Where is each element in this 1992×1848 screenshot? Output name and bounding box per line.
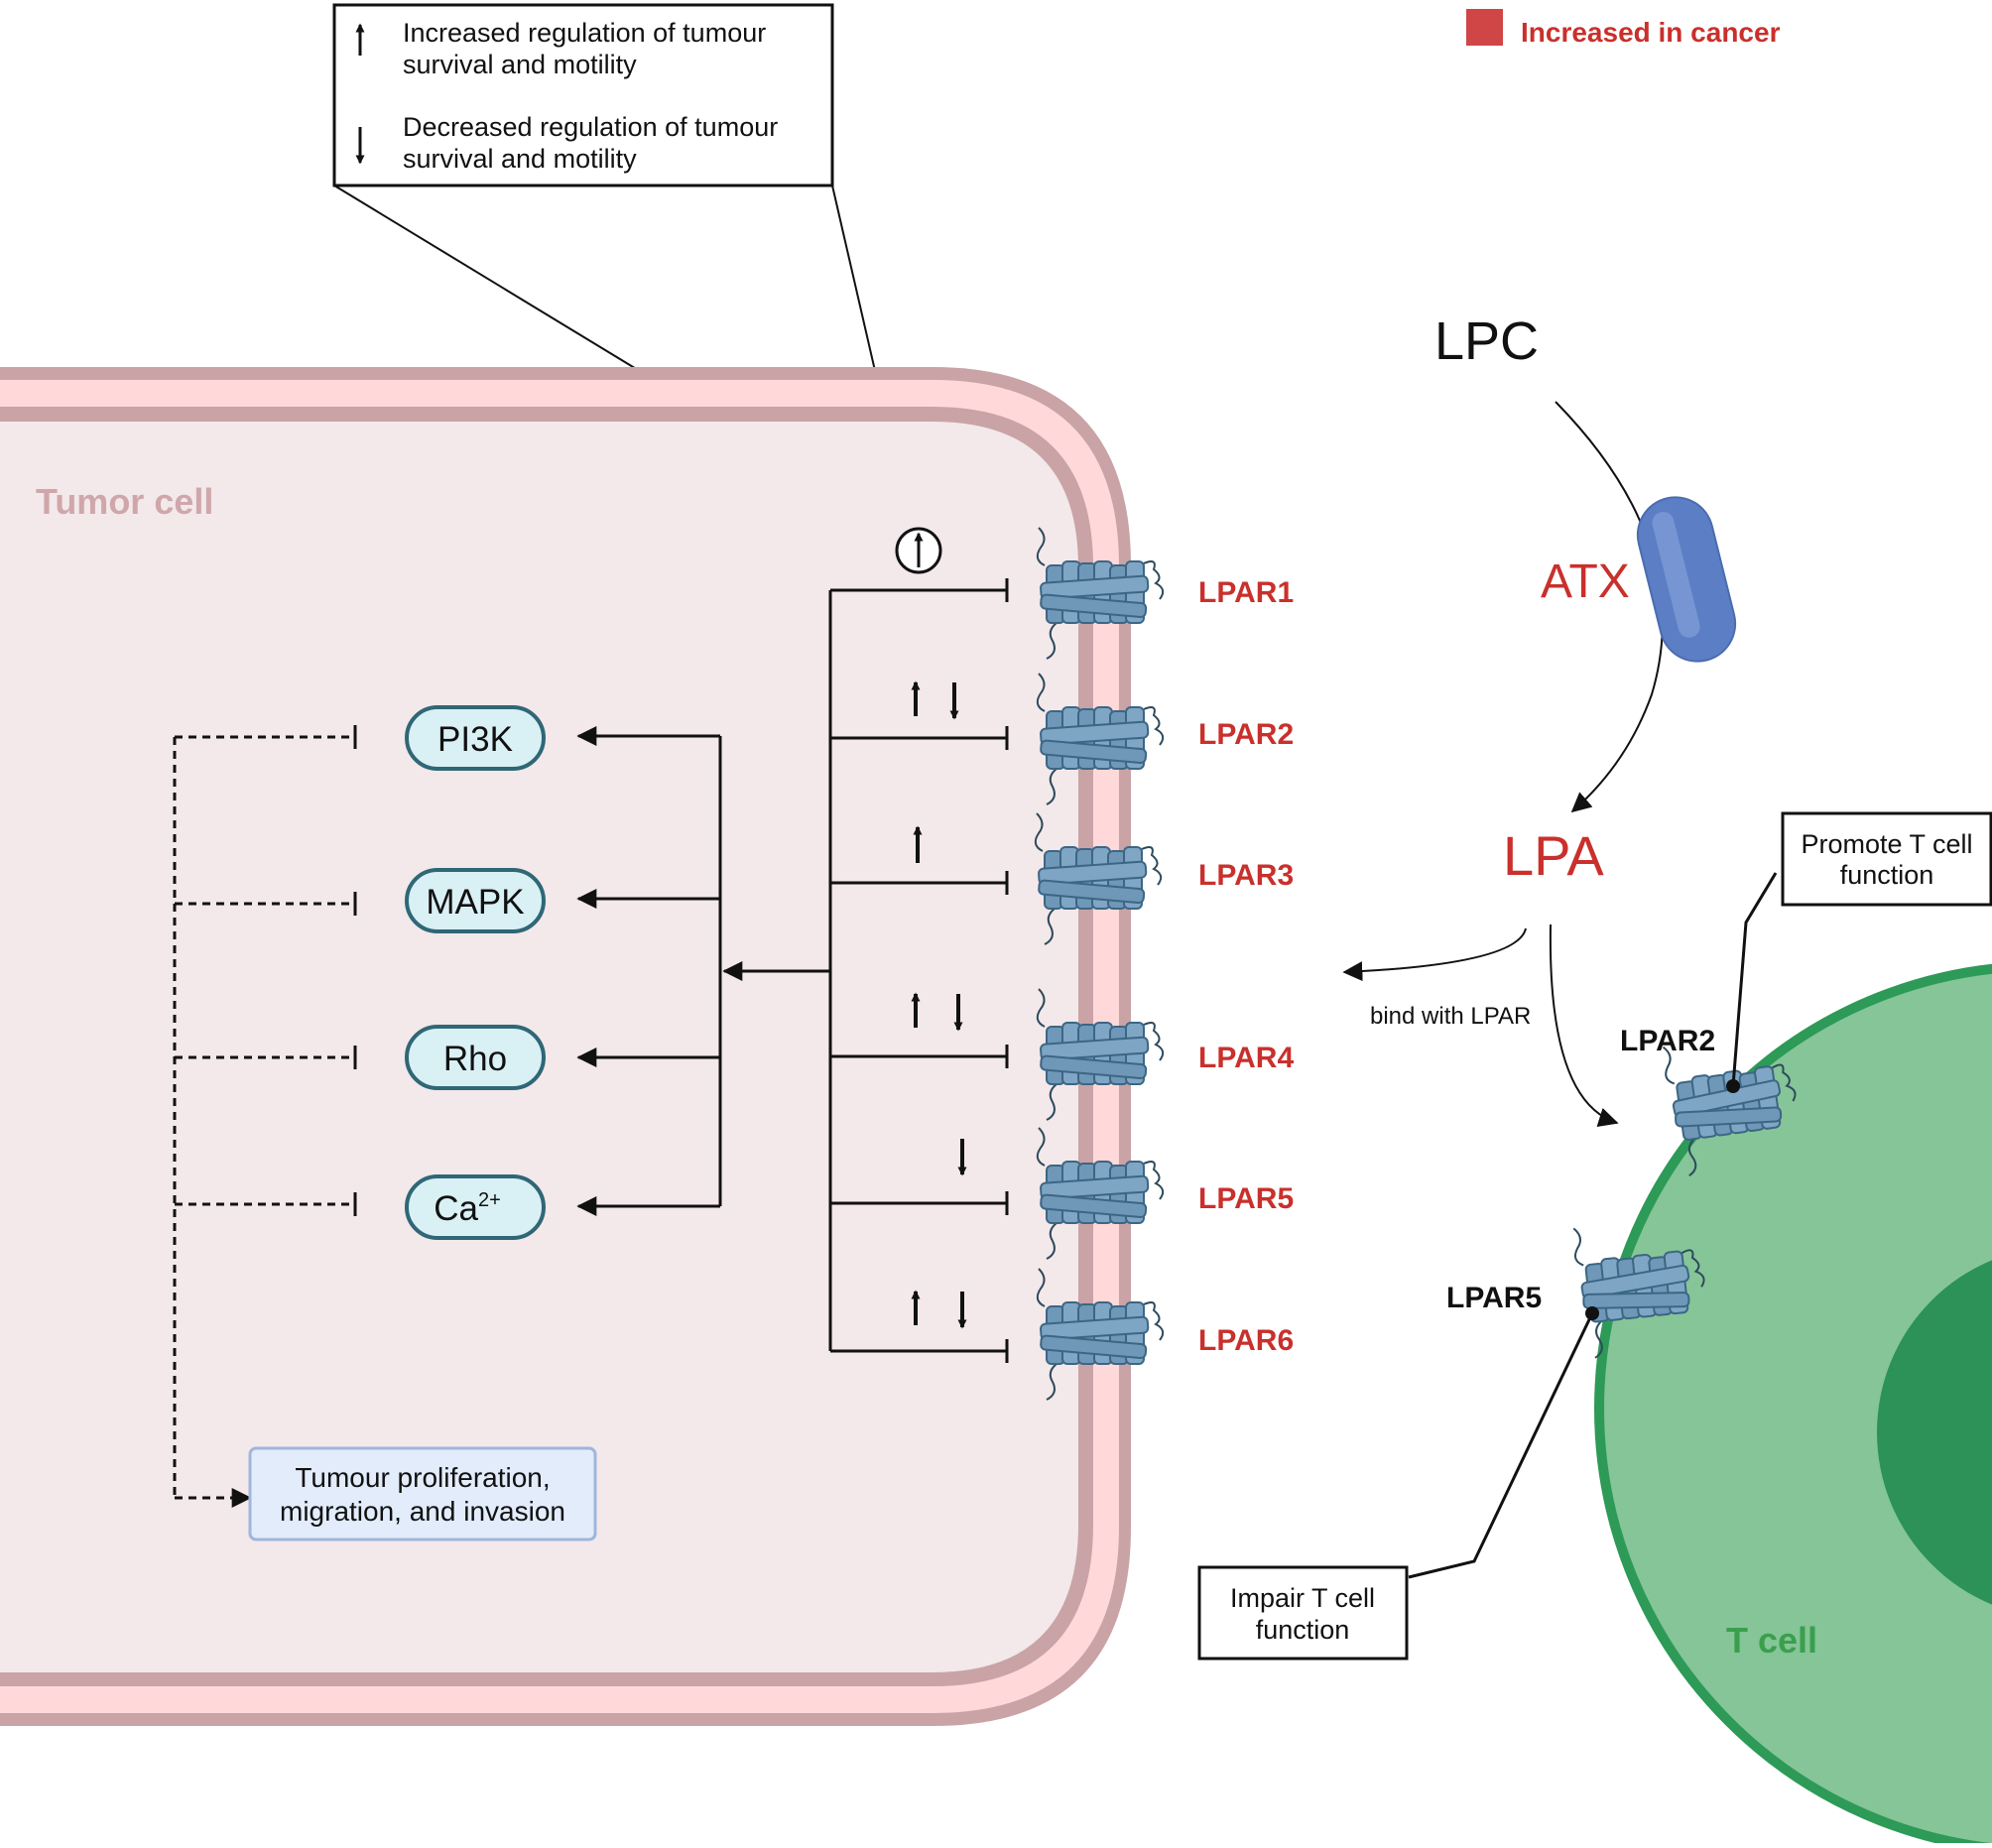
promote-box bbox=[1781, 811, 1992, 907]
cancer-key-swatch bbox=[1466, 9, 1503, 46]
bind-label: bind with LPAR bbox=[1370, 1003, 1531, 1030]
lpar1-label: LPAR1 bbox=[1198, 576, 1294, 609]
impair-callout: Impair T cell function bbox=[1197, 1306, 1599, 1661]
lpar3-label: LPAR3 bbox=[1198, 859, 1294, 892]
lpa-to-tumor-arrow bbox=[1342, 927, 1527, 982]
calcium-charge: 2+ bbox=[478, 1189, 501, 1211]
pi3k-node: PI3K bbox=[405, 705, 546, 771]
calcium-node: Ca2+ bbox=[405, 1174, 546, 1240]
t-cell-body bbox=[1594, 963, 1992, 1843]
outcome-line2: migration, and invasion bbox=[280, 1496, 565, 1527]
lpa-label: LPA bbox=[1503, 824, 1604, 887]
t-cell: T cell bbox=[1594, 963, 1992, 1843]
pi3k-label: PI3K bbox=[437, 720, 513, 759]
legend-increased-line1: Increased regulation of tumour bbox=[403, 18, 766, 48]
pathway-bracket bbox=[576, 726, 722, 1216]
lpc-label: LPC bbox=[1434, 311, 1539, 371]
tumor-cell-label: Tumor cell bbox=[36, 481, 213, 522]
tcell-lpar5-label: LPAR5 bbox=[1446, 1282, 1542, 1314]
lpar5-label: LPAR5 bbox=[1198, 1182, 1294, 1215]
receptor-labels: LPAR1 LPAR2 LPAR3 LPAR4 LPAR5 LPAR6 bbox=[1198, 576, 1294, 1357]
lpar2-label: LPAR2 bbox=[1198, 718, 1294, 751]
mapk-label: MAPK bbox=[426, 883, 524, 922]
effect-arrows bbox=[911, 680, 967, 1329]
legend-decreased-line1: Decreased regulation of tumour bbox=[403, 112, 778, 142]
tumor-cell: Tumor cell bbox=[0, 367, 1131, 1726]
cancer-key: Increased in cancer bbox=[1466, 9, 1781, 48]
promote-line1: Promote T cell bbox=[1801, 829, 1972, 859]
outcome-box: Tumour proliferation, migration, and inv… bbox=[248, 1446, 597, 1541]
mapk-node: MAPK bbox=[405, 868, 546, 933]
lpc-to-lpa-arrow bbox=[1555, 401, 1664, 813]
legend: Increased regulation of tumour survival … bbox=[332, 3, 912, 537]
dashed-feedback bbox=[173, 725, 357, 1508]
atx-label: ATX bbox=[1541, 555, 1630, 608]
legend-decreased-line2: survival and motility bbox=[403, 144, 637, 174]
impair-box bbox=[1197, 1565, 1409, 1661]
impair-line1: Impair T cell bbox=[1230, 1583, 1375, 1613]
atx-highlight bbox=[1652, 511, 1700, 638]
legend-box bbox=[332, 3, 834, 187]
tcell-lpar2-label: LPAR2 bbox=[1620, 1025, 1715, 1057]
outcome-line1: Tumour proliferation, bbox=[295, 1462, 550, 1493]
legend-increased-line2: survival and motility bbox=[403, 50, 637, 79]
rho-label: Rho bbox=[443, 1040, 507, 1078]
calcium-base: Ca bbox=[434, 1189, 478, 1228]
lpar4-label: LPAR4 bbox=[1198, 1042, 1294, 1074]
lpar6-label: LPAR6 bbox=[1198, 1324, 1294, 1357]
cancer-key-label: Increased in cancer bbox=[1521, 17, 1781, 48]
promote-line2: function bbox=[1840, 860, 1934, 890]
t-cell-label: T cell bbox=[1726, 1620, 1817, 1661]
lpa-to-tcell-arrow bbox=[1549, 924, 1619, 1128]
impair-line2: function bbox=[1256, 1615, 1350, 1645]
pathway-nodes: PI3K MAPK Rho Ca2+ bbox=[405, 705, 546, 1240]
promote-callout: Promote T cell function bbox=[1726, 811, 1992, 1093]
t-cell-nucleus bbox=[1877, 1260, 1992, 1605]
calcium-label: Ca2+ bbox=[434, 1189, 501, 1228]
lpar1-effect bbox=[895, 527, 942, 574]
rho-node: Rho bbox=[405, 1025, 546, 1090]
